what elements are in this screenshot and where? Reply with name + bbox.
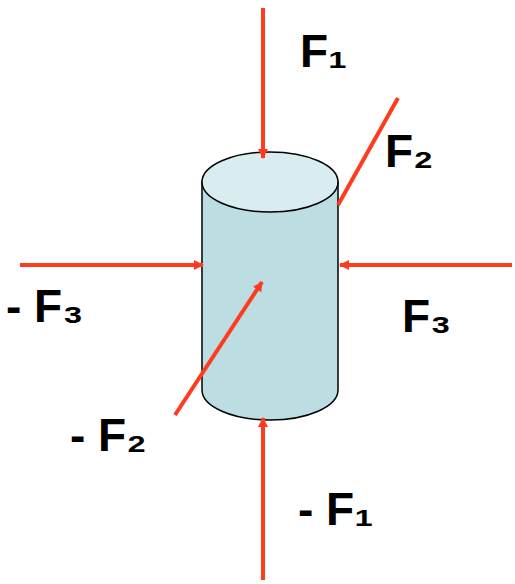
force-label: F₃ xyxy=(402,293,451,339)
cylinder-top xyxy=(202,152,338,212)
force-arrow xyxy=(261,418,265,580)
force-arrow xyxy=(261,8,265,158)
force-label: - F₂ xyxy=(70,412,147,458)
force-arrow xyxy=(20,263,203,267)
force-label: - F₁ xyxy=(298,486,373,532)
force-label: F₁ xyxy=(300,28,347,74)
force-label: F₂ xyxy=(385,128,434,174)
cylinder-body xyxy=(202,182,338,420)
force-label: - F₃ xyxy=(6,283,83,329)
force-arrow xyxy=(175,282,262,415)
force-arrow xyxy=(340,263,512,267)
